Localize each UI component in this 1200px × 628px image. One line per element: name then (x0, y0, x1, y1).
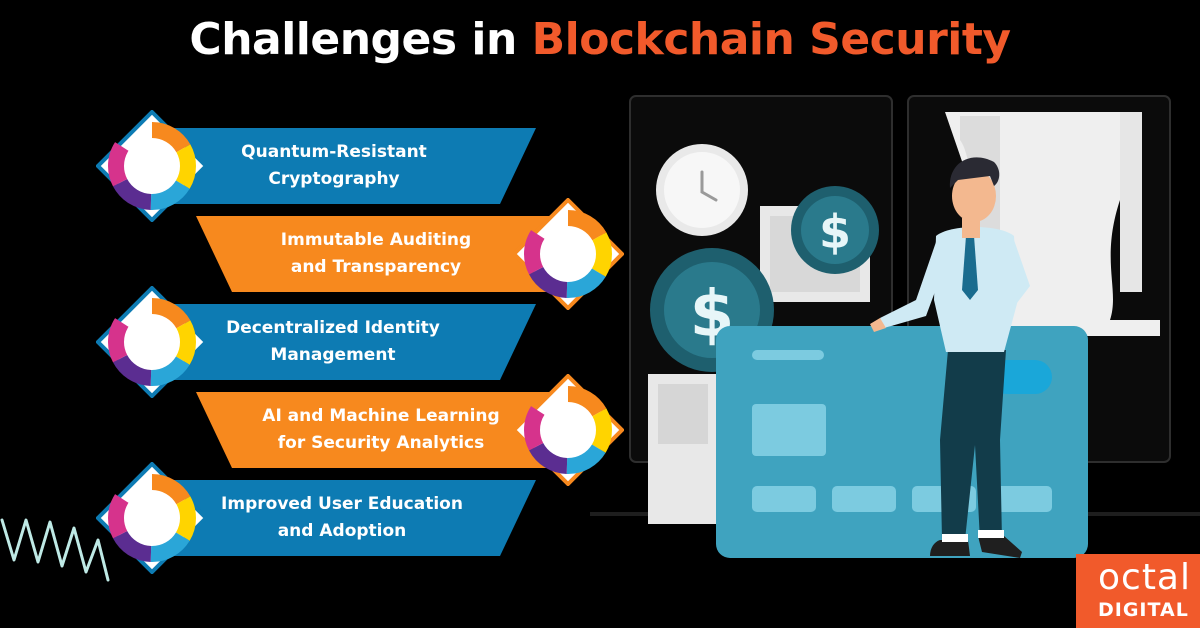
colorful-ring-icon (96, 286, 208, 398)
title-part-orange: Blockchain Security (531, 14, 1011, 65)
item-4-line-1: AI and Machine Learning (262, 406, 500, 426)
colorful-ring-icon (512, 374, 624, 486)
challenge-item-2: Immutable Auditing and Transparency (196, 198, 632, 310)
colorful-ring-icon (96, 462, 208, 574)
logo-line-1: octal (1098, 557, 1191, 598)
title-part-white: Challenges in (189, 14, 532, 65)
ribbon-band (154, 128, 536, 204)
item-5-line-2: and Adoption (277, 521, 407, 541)
challenge-item-5: Improved User Education and Adoption (96, 462, 536, 574)
item-2-line-1: Immutable Auditing (280, 230, 472, 250)
ribbon-band (154, 480, 536, 556)
colorful-ring-icon (512, 198, 624, 310)
challenge-item-1: Quantum-Resistant Cryptography (96, 110, 536, 222)
svg-text:$: $ (819, 205, 851, 259)
ribbon-band (196, 216, 576, 292)
challenge-item-3: Decentralized Identity Management (96, 286, 536, 398)
squiggle-decoration (0, 518, 110, 582)
ribbon-band (154, 304, 536, 380)
item-4-line-2: for Security Analytics (277, 433, 485, 453)
item-5-line-1: Improved User Education (221, 494, 463, 514)
credit-card-illustration (716, 326, 1088, 558)
challenge-item-4: AI and Machine Learning for Security Ana… (196, 374, 632, 486)
octal-digital-logo: octal DIGITAL (1076, 554, 1200, 628)
item-3-line-2: Management (270, 345, 396, 365)
logo-line-2: DIGITAL (1098, 599, 1189, 621)
clock-icon (656, 144, 748, 236)
businessman-illustration (870, 157, 1030, 558)
ribbon-band (196, 392, 576, 468)
item-3-line-1: Decentralized Identity (226, 318, 440, 338)
item-2-line-2: and Transparency (290, 257, 462, 277)
item-1-line-1: Quantum-Resistant (241, 142, 427, 162)
page-title: Challenges in Blockchain Security (0, 14, 1200, 65)
item-1-line-2: Cryptography (268, 169, 400, 189)
colorful-ring-icon (96, 110, 208, 222)
dollar-coin-icon-small: $ (791, 186, 879, 274)
